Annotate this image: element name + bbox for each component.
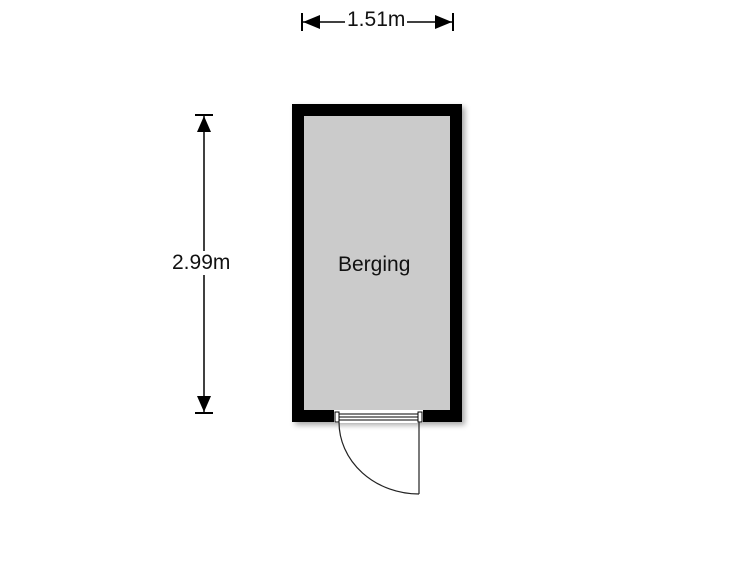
arrow-down-icon	[197, 396, 211, 412]
arrow-up-icon	[197, 116, 211, 132]
arrow-right-icon	[435, 15, 452, 29]
length-label: 2.99m	[170, 251, 233, 275]
width-dimension-line	[301, 13, 454, 31]
door-swing-arc	[338, 421, 420, 495]
room-berging	[292, 104, 462, 422]
room-floor	[304, 116, 450, 410]
arrow-left-icon	[303, 15, 320, 29]
width-label: 1.51m	[345, 8, 408, 32]
room-name-label: Berging	[338, 253, 411, 276]
door	[334, 410, 423, 495]
